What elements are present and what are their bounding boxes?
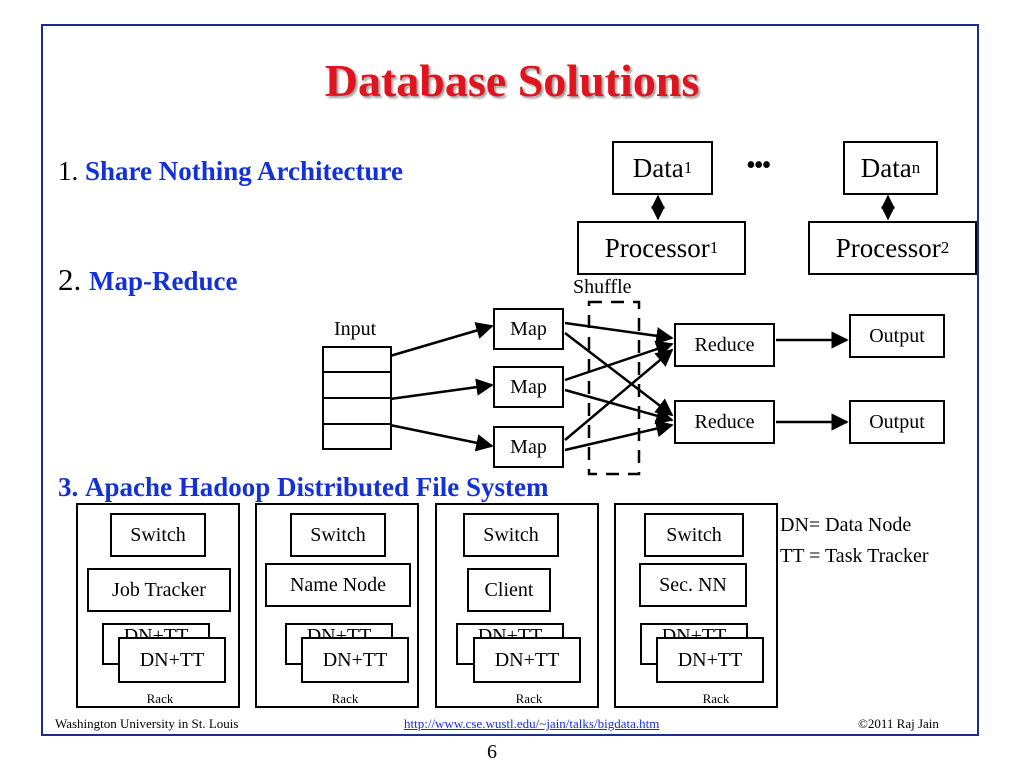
page-number: 6 [487, 741, 497, 763]
arrow-map2-reduce1 [564, 340, 674, 382]
input-record [322, 397, 392, 425]
input-record [322, 346, 392, 373]
switch-box: Switch [463, 513, 559, 557]
input-label: Input [334, 318, 377, 340]
item-map-reduce: 2. Map-Reduce [58, 262, 237, 298]
item-number: 1. [58, 156, 79, 186]
input-record [322, 423, 392, 450]
arrow-input-map3 [389, 423, 494, 452]
footer-copyright: ©2011 Raj Jain [858, 716, 939, 731]
map-box: Map [493, 426, 564, 468]
legend-tt: TT = Task Tracker [780, 545, 929, 567]
footer-institution: Washington University in St. Louis [55, 716, 239, 731]
output-box: Output [849, 400, 945, 444]
arrow-map1-reduce1 [564, 321, 674, 345]
rack-label: Rack [146, 691, 174, 706]
arrow-map3-reduce1 [564, 348, 674, 441]
map-box: Map [493, 308, 564, 350]
arrow-map3-reduce2 [564, 420, 674, 452]
dn-tt-box: DN+TT [118, 637, 226, 683]
rack: Switch Client DN+TT DN+TT Rack [435, 503, 599, 708]
slide-frame [41, 24, 979, 736]
arrow-input-map2 [389, 378, 494, 401]
input-stack [322, 346, 392, 450]
rack-label: Rack [702, 691, 730, 706]
switch-box: Switch [110, 513, 206, 557]
item-number: 3. [58, 472, 79, 502]
node-box: Sec. NN [639, 563, 747, 607]
input-record [322, 371, 392, 399]
rack: Switch Sec. NN DN+TT DN+TT Rack [614, 503, 778, 708]
footer-link[interactable]: http://www.cse.wustl.edu/~jain/talks/big… [404, 716, 660, 731]
legend-dn: DN= Data Node [780, 514, 912, 536]
rack-label: Rack [515, 691, 543, 706]
item-label: Apache Hadoop Distributed File System [85, 472, 549, 502]
node-box: Name Node [265, 563, 411, 607]
node-box: Client [467, 568, 551, 612]
item-number: 2. [58, 262, 82, 297]
dn-tt-box: DN+TT [656, 637, 764, 683]
shuffle-region [587, 300, 641, 476]
map-box: Map [493, 366, 564, 408]
ellipsis-icon: ••• [746, 150, 771, 181]
arrow-input-map1 [389, 322, 494, 358]
rack-label: Rack [331, 691, 359, 706]
arrow-map2-reduce2 [564, 388, 674, 425]
node-box: Job Tracker [87, 568, 231, 612]
reduce-box: Reduce [674, 400, 775, 444]
arrow-map1-reduce2 [564, 332, 674, 417]
rack: Switch Job Tracker DN+TT DN+TT Rack [76, 503, 240, 708]
item-label: Share Nothing Architecture [85, 156, 403, 186]
item-hadoop: 3. Apache Hadoop Distributed File System [58, 472, 549, 503]
item-label: Map-Reduce [89, 266, 238, 296]
dn-tt-box: DN+TT [473, 637, 581, 683]
reduce-box: Reduce [674, 323, 775, 367]
dn-tt-box: DN+TT [301, 637, 409, 683]
slide-title: Database Solutions [324, 55, 700, 106]
item-share-nothing: 1. Share Nothing Architecture [58, 156, 403, 187]
output-box: Output [849, 314, 945, 358]
rack: Switch Name Node DN+TT DN+TT Rack [255, 503, 419, 708]
switch-box: Switch [290, 513, 386, 557]
shuffle-label: Shuffle [573, 276, 632, 298]
switch-box: Switch [644, 513, 744, 557]
